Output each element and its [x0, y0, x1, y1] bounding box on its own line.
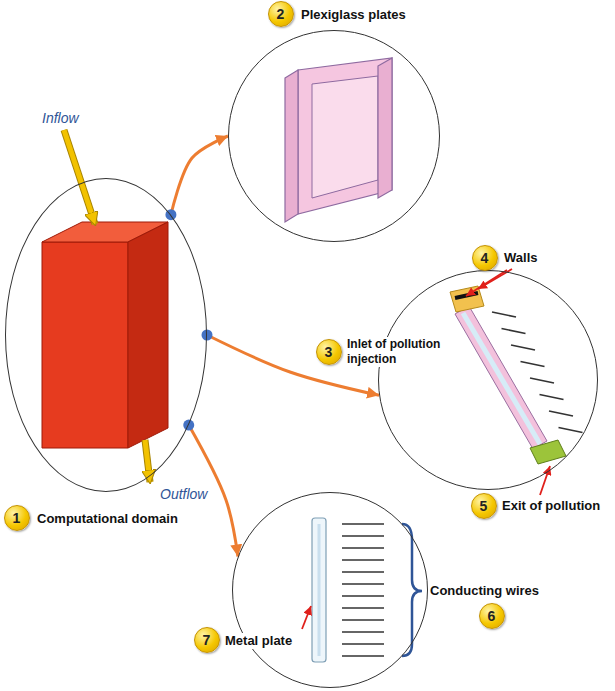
callout-circle: 6: [479, 603, 505, 629]
metal-plate: [312, 518, 326, 662]
detail-circle: Plexiglass plates: [228, 30, 440, 242]
callout-circle: 1: [4, 505, 30, 531]
wires-bracket: [402, 524, 422, 656]
conducting-wire: [540, 395, 564, 400]
callout-number: 6: [488, 608, 496, 624]
conducting-wire: [342, 547, 384, 549]
domain-front-face: [42, 242, 128, 448]
channel-plate: [455, 306, 547, 449]
conducting-wire: [492, 312, 516, 317]
conducting-wire: [342, 595, 384, 597]
part-label: Exit of pollution: [500, 498, 602, 514]
part-label: Walls: [502, 250, 539, 266]
callout-circle: 5: [471, 493, 497, 519]
outflow-arrow: [145, 440, 150, 482]
conducting-wire: [342, 619, 384, 621]
callout-number: 1: [13, 510, 21, 526]
part-label: Metal plate: [223, 633, 294, 649]
leader-arrow: [302, 606, 311, 629]
conducting-wire: [342, 559, 384, 561]
inflow-arrow-outline: [64, 130, 95, 224]
channel-inner-plate: [463, 313, 540, 444]
detail-circle: Inlet of pollution injection: [378, 270, 598, 490]
conducting-wire: [342, 571, 384, 573]
plexiglass-slot: [312, 76, 378, 198]
conducting-wire: [342, 535, 384, 537]
conducting-wire: [549, 411, 573, 416]
part-label: Computational domain: [35, 511, 180, 527]
callout-circle: 7: [194, 627, 220, 653]
flow-label: Outflow: [158, 486, 209, 502]
inflow-arrow: [64, 130, 95, 224]
conducting-wire: [342, 583, 384, 585]
callout-number: 7: [203, 632, 211, 648]
connector-dot: [165, 209, 176, 220]
domain-ellipse: Computational domain: [5, 178, 207, 492]
domain-side-face: [128, 222, 168, 448]
callout-number: 2: [277, 6, 285, 22]
part-label: Inlet of pollution injection: [345, 337, 449, 367]
part-label: Conducting wires: [428, 583, 541, 599]
callout-circle: 2: [268, 1, 294, 27]
conducting-wire: [342, 655, 384, 657]
connector-dot: [202, 330, 213, 341]
wire-group: [492, 312, 583, 433]
exit-plate: [530, 440, 566, 464]
conducting-wire: [342, 643, 384, 645]
connector-dot: [183, 420, 194, 431]
conducting-wire: [521, 362, 545, 367]
callout-number: 4: [481, 250, 489, 266]
wire-group: [342, 524, 384, 656]
leader-arrow: [466, 270, 507, 296]
callout-number: 5: [480, 498, 488, 514]
callout-circle: 3: [316, 339, 342, 365]
part-label: Plexiglass plates: [299, 7, 408, 23]
plexiglass-back-plate: [298, 58, 392, 214]
callout-circle: 4: [472, 245, 498, 271]
leader-arrow: [540, 466, 550, 495]
conducting-wire: [559, 428, 583, 433]
outflow-arrow-outline: [145, 440, 150, 482]
conducting-wire: [511, 345, 535, 350]
flow-label: Inflow: [40, 110, 81, 126]
connector-path: [171, 136, 228, 215]
zoom-connector: [165, 136, 228, 220]
detail-circle: Metal plate: [232, 492, 428, 688]
wall-block: [450, 286, 484, 312]
plexiglass-side-plate: [285, 70, 298, 222]
conducting-wire: [342, 631, 384, 633]
metal-plate-face: [318, 524, 321, 656]
plexiglass-side-plate: [378, 58, 392, 198]
conducting-wire: [342, 523, 384, 525]
conducting-wire: [502, 329, 526, 334]
conducting-wire: [530, 378, 554, 383]
callout-number: 3: [325, 344, 333, 360]
conducting-wire: [342, 607, 384, 609]
